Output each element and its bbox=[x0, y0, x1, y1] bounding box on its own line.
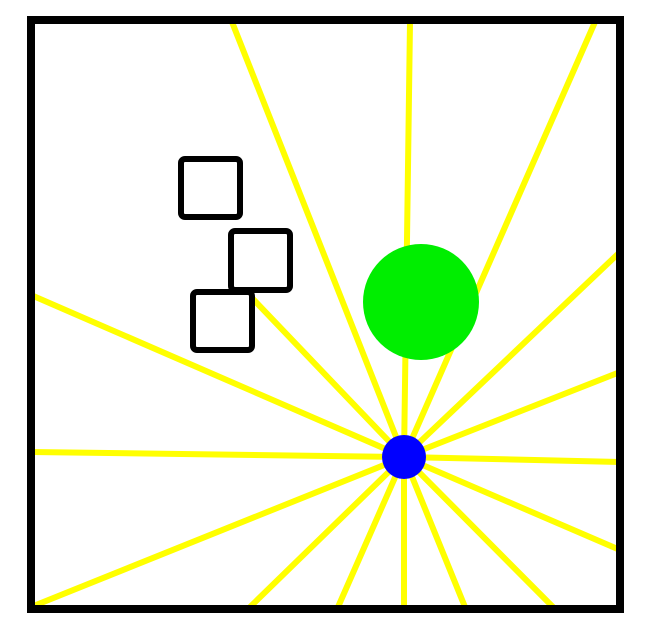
obstacle-square bbox=[190, 289, 255, 353]
light-ray bbox=[401, 454, 623, 465]
light-ray bbox=[401, 454, 623, 553]
light-ray bbox=[28, 292, 407, 460]
light-ray bbox=[229, 19, 407, 460]
light-ray bbox=[401, 19, 413, 460]
light-ray bbox=[401, 454, 556, 610]
light-rays bbox=[28, 19, 623, 610]
light-ray bbox=[335, 454, 407, 610]
black-square-outlines bbox=[178, 156, 293, 353]
light-ray bbox=[249, 295, 407, 460]
light-ray bbox=[28, 449, 407, 460]
green-circle bbox=[363, 244, 479, 360]
light-ray bbox=[28, 454, 407, 610]
square-frame bbox=[27, 16, 624, 613]
obstacle-square bbox=[178, 156, 243, 220]
light-ray bbox=[401, 369, 623, 460]
obstacle-square bbox=[228, 228, 293, 293]
light-ray bbox=[401, 19, 598, 460]
blue-source-dot bbox=[382, 435, 426, 479]
light-ray bbox=[401, 454, 468, 610]
light-ray bbox=[247, 454, 407, 610]
light-ray bbox=[401, 249, 623, 460]
